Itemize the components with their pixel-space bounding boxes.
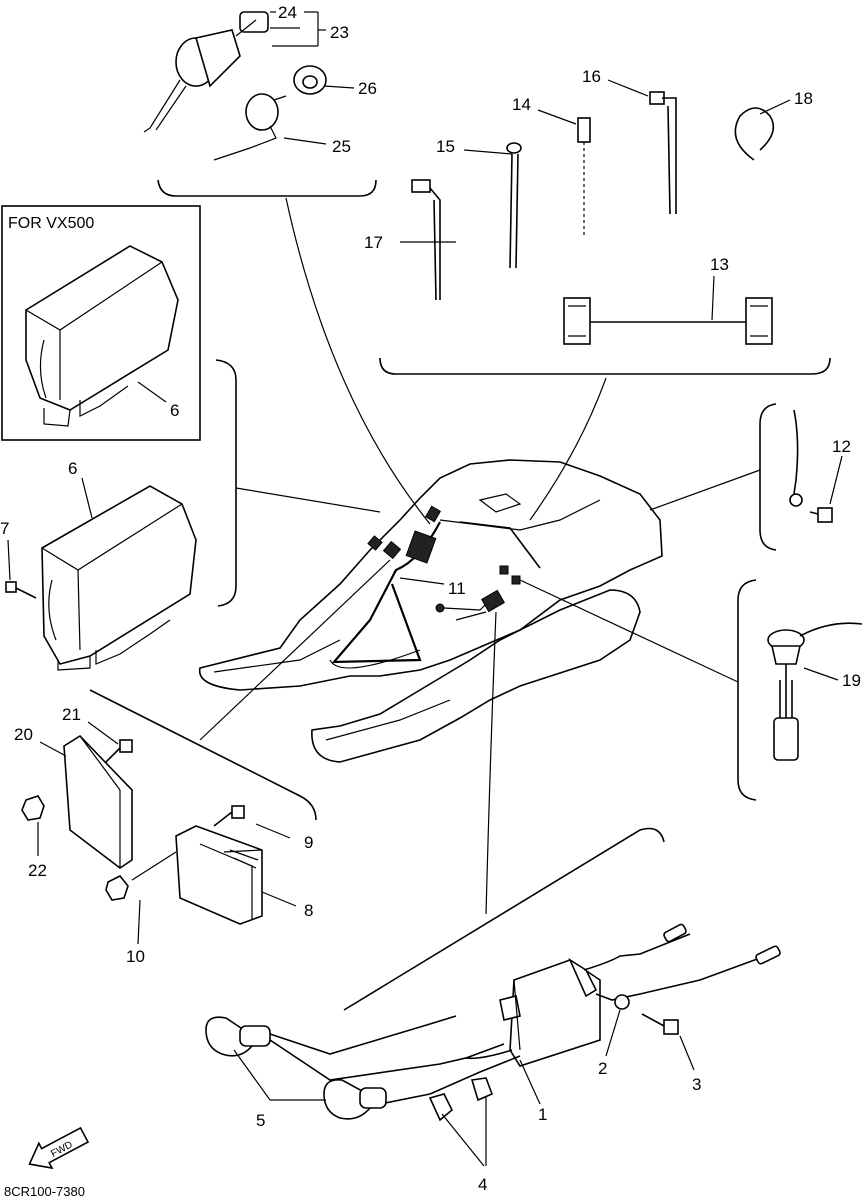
callout-10: 10 <box>126 947 145 966</box>
callout-4: 4 <box>478 1175 487 1194</box>
tie-16 <box>649 91 677 215</box>
inset-title: FOR VX500 <box>8 215 94 232</box>
holder-4 <box>428 1077 494 1122</box>
eyelet-2 <box>614 994 630 1010</box>
callout-6-inset: 6 <box>170 401 179 420</box>
callout-9: 9 <box>304 833 313 852</box>
callout-25: 25 <box>332 137 351 156</box>
bolt-9 <box>213 805 245 827</box>
callout-7: 7 <box>0 519 9 538</box>
callout-8: 8 <box>304 901 313 920</box>
callout-14: 14 <box>512 95 531 114</box>
inset-box <box>1 205 201 441</box>
tie-15 <box>506 142 522 269</box>
inset-cdi-unit <box>25 245 179 427</box>
plug-cap-upper <box>205 1016 271 1057</box>
drawing-code: 8CR100-7380 <box>4 1184 85 1199</box>
callout-6-main: 6 <box>68 459 77 478</box>
callout-24: 24 <box>278 3 297 22</box>
callout-3: 3 <box>692 1075 701 1094</box>
clip-14 <box>577 117 591 236</box>
fwd-arrow: FWD <box>28 1126 90 1170</box>
main-switch <box>143 11 269 133</box>
callout-26: 26 <box>358 79 377 98</box>
nut-26 <box>293 65 327 95</box>
callout-16: 16 <box>582 67 601 86</box>
rectifier-20 <box>63 734 133 869</box>
callout-17: 17 <box>364 233 383 252</box>
band-13 <box>563 297 773 345</box>
hull-chassis <box>198 459 663 763</box>
callout-11: 11 <box>448 579 466 598</box>
ground-lead <box>789 409 833 523</box>
callout-13: 13 <box>710 255 729 274</box>
bolt-7 <box>5 581 37 599</box>
temp-sensor <box>767 622 863 761</box>
cdi-unit <box>41 485 197 671</box>
ignition-coil <box>269 923 781 1105</box>
bolt-3 <box>641 1013 679 1035</box>
callout-5: 5 <box>256 1111 265 1130</box>
callout-23: 23 <box>330 23 349 42</box>
callout-1: 1 <box>538 1105 547 1124</box>
tie-17 <box>411 179 441 301</box>
wire-harness <box>331 505 541 664</box>
bolt-21 <box>105 739 133 763</box>
nut-10 <box>105 874 129 901</box>
callout-22: 22 <box>28 861 47 880</box>
callout-12: 12 <box>832 437 851 456</box>
regulator-8 <box>175 825 263 925</box>
plug-cap-lower <box>323 1078 387 1120</box>
callout-2: 2 <box>598 1059 607 1078</box>
callout-21: 21 <box>62 705 81 724</box>
stop-switch <box>213 93 287 161</box>
callout-19: 19 <box>842 671 861 690</box>
callout-18: 18 <box>794 89 813 108</box>
clamp-18 <box>734 107 775 161</box>
callout-15: 15 <box>436 137 455 156</box>
nut-22 <box>21 795 45 821</box>
callout-20: 20 <box>14 725 33 744</box>
